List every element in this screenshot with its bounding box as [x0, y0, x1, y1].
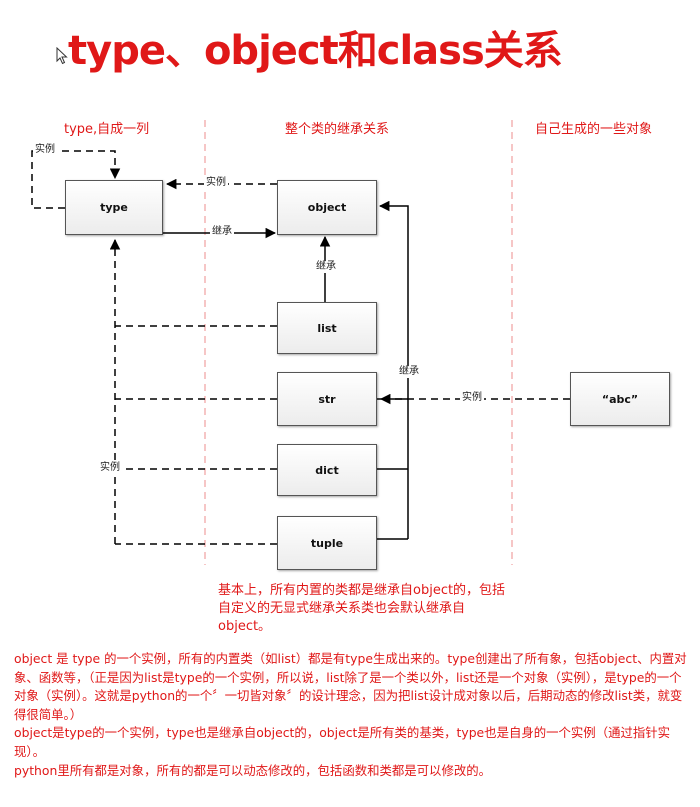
type-self-instance-label: 实例	[33, 144, 57, 156]
builtins-instance-of-type-label: 实例	[98, 462, 122, 474]
object-to-type-instance-label: 实例	[204, 177, 228, 189]
str-box: str	[277, 372, 377, 426]
type-inherits-object-label: 继承	[210, 226, 234, 238]
column-separators	[204, 120, 513, 565]
dict-box: dict	[277, 444, 377, 496]
column-heading-type: type,自成一列	[64, 122, 150, 137]
column-heading-inheritance: 整个类的继承关系	[285, 122, 390, 137]
list-inherits-object-label: 继承	[314, 261, 338, 273]
builtins-inherit-object-label: 继承	[397, 366, 421, 378]
inheritance-note: 基本上，所有内置的类都是继承自object的，包括自定义的无显式继承关系类也会默…	[218, 583, 506, 634]
mouse-cursor-icon	[56, 47, 68, 65]
tuple-box: tuple	[277, 516, 377, 570]
type-self-instance-edge	[31, 150, 121, 209]
explanation-text: object 是 type 的一个实例，所有的内置类（如list）都是有type…	[14, 650, 690, 780]
builtins-instance-of-type-edges	[109, 238, 277, 545]
paragraph-type-instances: object 是 type 的一个实例，所有的内置类（如list）都是有type…	[14, 651, 687, 722]
paragraph-object-type: object是type的一个实例，type也是继承自object的，object…	[14, 725, 671, 759]
object-box: object	[277, 180, 377, 235]
column-heading-objects: 自己生成的一些对象	[535, 122, 653, 137]
abc-box: “abc”	[570, 372, 670, 426]
page-title: type、object和class关系	[68, 28, 563, 74]
type-box: type	[65, 180, 163, 235]
list-box: list	[277, 302, 377, 354]
paragraph-everything-object: python里所有都是对象，所有的都是可以动态修改的，包括函数和类都是可以修改的…	[14, 762, 492, 778]
abc-instance-of-str-label: 实例	[460, 392, 484, 404]
